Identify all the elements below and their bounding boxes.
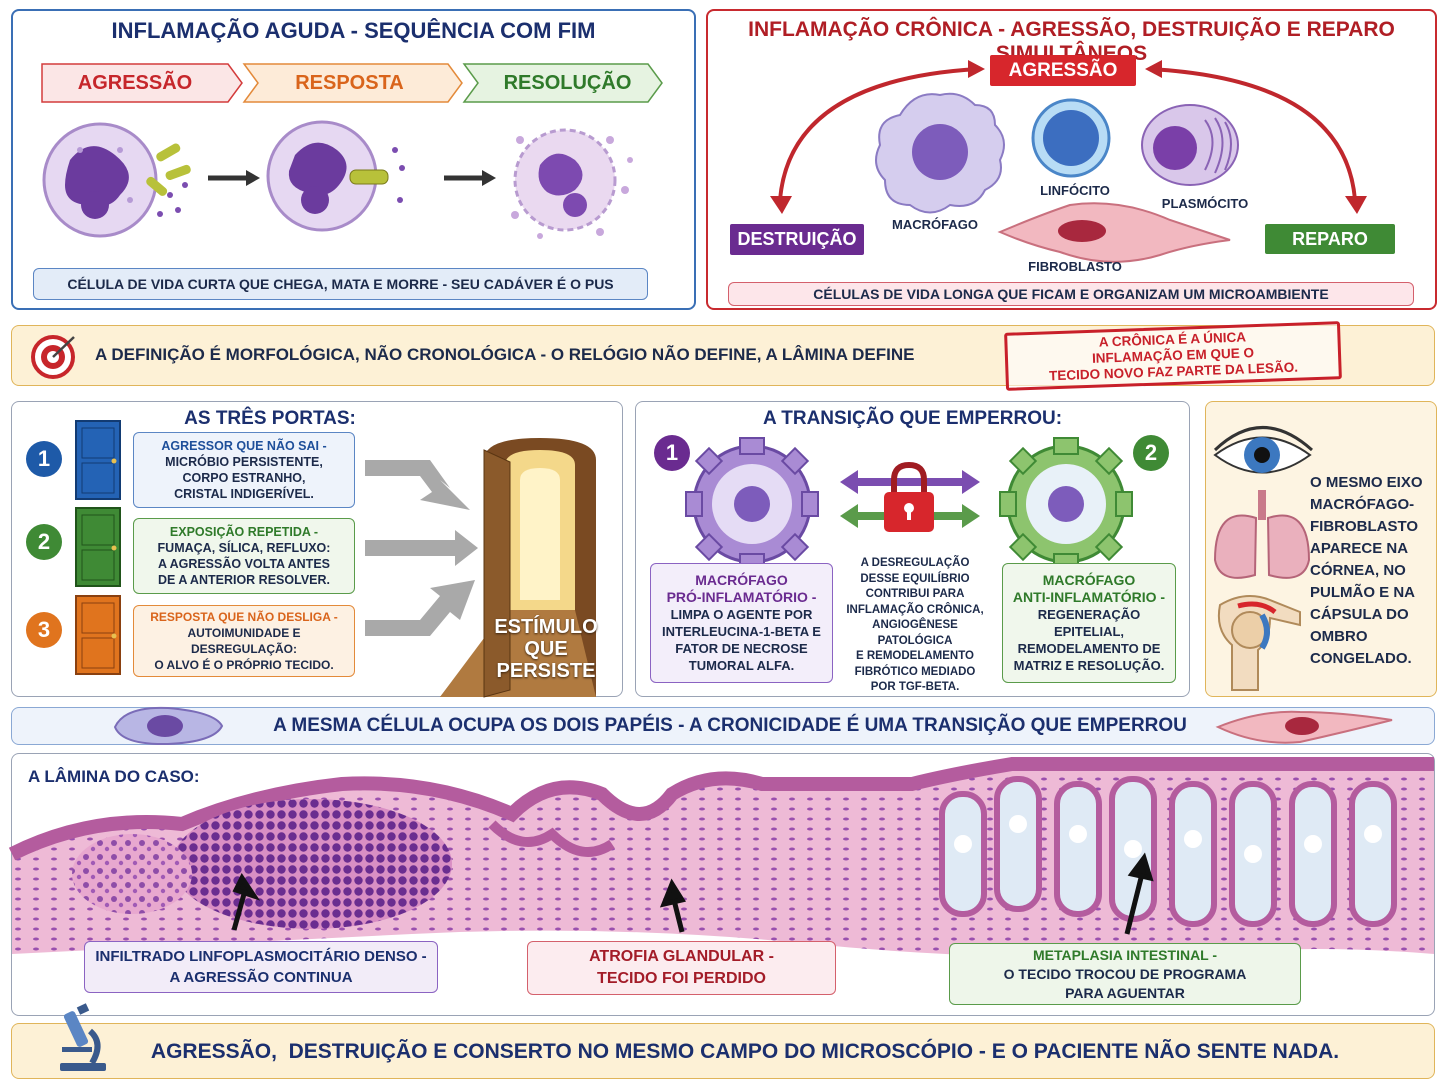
acute-caption: CÉLULA DE VIDA CURTA QUE CHEGA, MATA E M… bbox=[33, 268, 648, 300]
purple-gear-icon bbox=[685, 437, 819, 571]
lymphocyte-icon bbox=[1031, 98, 1111, 178]
step-response: RESPOSTA bbox=[295, 72, 404, 94]
open-door-icon bbox=[440, 438, 596, 698]
door-box-2: EXPOSIÇÃO REPETIDA - FUMAÇA, SÍLICA, REF… bbox=[133, 518, 355, 594]
slide-label-metaplasia: METAPLASIA INTESTINAL - O TECIDO TROCOU … bbox=[949, 943, 1301, 1005]
slide-label-atrophy: ATROFIA GLANDULAR - TECIDO FOI PERDIDO bbox=[527, 941, 836, 995]
label-macrophage: MACRÓFAGO bbox=[892, 217, 978, 232]
same-cell-bar bbox=[11, 707, 1435, 745]
door-number-3: 3 bbox=[26, 612, 62, 648]
same-cell-text: A MESMA CÉLULA OCUPA OS DOIS PAPÉIS - A … bbox=[273, 715, 1187, 736]
footer-bar bbox=[11, 1023, 1435, 1079]
chronic-caption: CÉLULAS DE VIDA LONGA QUE FICAM E ORGANI… bbox=[728, 282, 1414, 306]
grey-arrows-icon bbox=[365, 460, 478, 636]
label-fibroblast: FIBROBLASTO bbox=[1028, 259, 1122, 274]
chronic-repair-badge: REPARO bbox=[1265, 224, 1395, 254]
step-aggression: AGRESSÃO bbox=[77, 72, 193, 94]
histology-slide bbox=[8, 757, 1434, 958]
doors-title: AS TRÊS PORTAS: bbox=[184, 408, 356, 429]
label-plasmocyte: PLASMÓCITO bbox=[1161, 196, 1249, 211]
macrophage-icon bbox=[875, 92, 1005, 214]
shoulder-icon bbox=[1217, 595, 1301, 691]
pro-inflammatory-box: MACRÓFAGO PRÓ-INFLAMATÓRIO - LIMPA O AGE… bbox=[650, 563, 833, 683]
lungs-icon bbox=[1213, 490, 1311, 579]
footer-text: AGRESSÃO, DESTRUIÇÃO E CONSERTO NO MESMO… bbox=[150, 1040, 1340, 1063]
fibroblast-icon bbox=[997, 202, 1231, 263]
door-box-1: AGRESSOR QUE NÃO SAI - MICRÓBIO PERSISTE… bbox=[133, 432, 355, 508]
neutrophil-icon bbox=[42, 122, 158, 238]
axis-text: O MESMO EIXO MACRÓFAGO- FIBROBLASTO APAR… bbox=[1310, 474, 1423, 667]
slide-label-infiltrate: INFILTRADO LINFOPLASMOCITÁRIO DENSO - A … bbox=[84, 941, 438, 993]
macrophage-small-icon bbox=[113, 706, 224, 746]
transition-number-2: 2 bbox=[1133, 435, 1169, 471]
plasmocyte-icon bbox=[1141, 104, 1239, 186]
fibroblast-small-icon bbox=[1215, 710, 1393, 744]
goblet-cells bbox=[954, 815, 1382, 863]
green-door-icon bbox=[75, 507, 121, 587]
dying-neutrophil-icon bbox=[511, 128, 633, 239]
microscope-icon bbox=[60, 1003, 106, 1071]
acute-title: INFLAMAÇÃO AGUDA - SEQUÊNCIA COM FIM bbox=[111, 18, 596, 43]
dense-infiltrate bbox=[172, 799, 452, 929]
step-resolution-arrow bbox=[462, 63, 663, 103]
blue-door-icon bbox=[75, 420, 121, 500]
door-number-1: 1 bbox=[26, 441, 62, 477]
slide-title: A LÂMINA DO CASO: bbox=[28, 767, 200, 786]
transition-number-1: 1 bbox=[654, 435, 690, 471]
stimulus-label: ESTÍMULO QUE PERSISTE bbox=[494, 616, 598, 682]
step-aggression-arrow bbox=[41, 63, 243, 103]
bacteria-icon bbox=[146, 143, 191, 217]
target-icon bbox=[31, 335, 75, 379]
step-resolution: RESOLUÇÃO bbox=[503, 72, 632, 94]
neutrophil-phagocytosing-icon bbox=[266, 120, 405, 232]
chronic-aggression-badge: AGRESSÃO bbox=[990, 55, 1136, 86]
anti-inflammatory-box: MACRÓFAGO ANTI-INFLAMATÓRIO - REGENERAÇÃ… bbox=[1002, 563, 1176, 683]
definition-text: A DEFINIÇÃO É MORFOLÓGICA, NÃO CRONOLÓGI… bbox=[95, 345, 915, 364]
door-box-3: RESPOSTA QUE NÃO DESLIGA - AUTOIMUNIDADE… bbox=[133, 605, 355, 677]
pointer-arrows-icon bbox=[231, 852, 1154, 935]
eye-icon bbox=[1213, 426, 1314, 474]
door-number-2: 2 bbox=[26, 524, 62, 560]
orange-door-icon bbox=[75, 595, 121, 675]
dysregulation-text: A DESREGULAÇÃO DESSE EQUILÍBRIO CONTRIBU… bbox=[846, 557, 984, 694]
step-response-arrow bbox=[242, 63, 463, 103]
label-lymphocyte: LINFÓCITO bbox=[1040, 183, 1110, 198]
padlock-icon bbox=[884, 461, 934, 532]
epithelium-surface bbox=[8, 757, 1434, 861]
transition-title: A TRANSIÇÃO QUE EMPERROU: bbox=[762, 408, 1063, 429]
chronic-destruction-badge: DESTRUIÇÃO bbox=[730, 224, 864, 255]
